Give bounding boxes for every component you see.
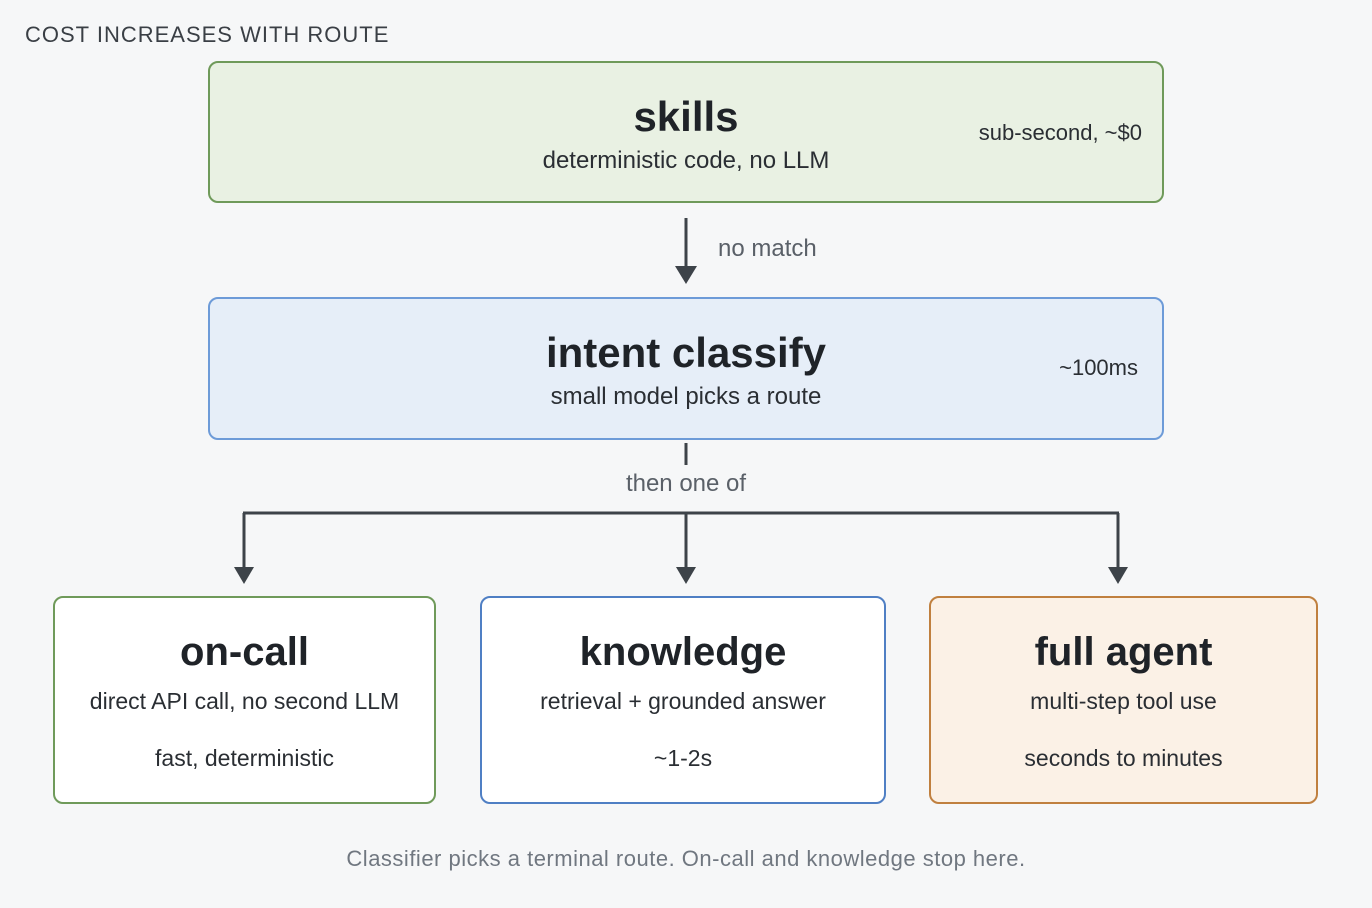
intent-title: intent classify (545, 329, 827, 376)
route-node-full-agent: full agent multi-step tool use seconds t… (929, 596, 1318, 804)
route-detail: fast, deterministic (155, 745, 334, 771)
route-subtitle: retrieval + grounded answer (540, 688, 826, 714)
route-detail: seconds to minutes (1024, 745, 1223, 771)
intent-subtitle: small model picks a route (550, 383, 822, 410)
route-title: knowledge (579, 630, 787, 674)
arrow-skills-to-intent (675, 218, 697, 284)
arrow-to-knowledge (676, 513, 696, 584)
route-subtitle: direct API call, no second LLM (89, 688, 400, 714)
edge-label-then-one-of: then one of (625, 470, 747, 497)
skills-node: skills deterministic code, no LLM sub-se… (208, 61, 1164, 203)
connector-intent-to-routes (243, 443, 1119, 515)
edge-label-no-match: no match (718, 235, 817, 262)
route-node-knowledge: knowledge retrieval + grounded answer ~1… (480, 596, 886, 804)
route-detail: ~1-2s (653, 745, 713, 771)
arrow-to-full-agent (1108, 513, 1128, 584)
arrow-to-oncall (234, 513, 254, 584)
route-title: full agent (1034, 630, 1213, 674)
skills-title: skills (633, 93, 739, 140)
skills-subtitle: deterministic code, no LLM (542, 147, 830, 174)
skills-cost-note: sub-second, ~$0 (978, 120, 1142, 145)
footer-caption: Classifier picks a terminal route. On-ca… (346, 846, 1026, 871)
route-title: on-call (180, 630, 309, 674)
route-subtitle: multi-step tool use (1030, 688, 1217, 714)
intent-latency-note: ~100ms (1059, 355, 1138, 380)
diagram-header: COST INCREASES WITH ROUTE (25, 22, 390, 47)
intent-classify-node: intent classify small model picks a rout… (208, 297, 1164, 440)
route-node-on-call: on-call direct API call, no second LLM f… (53, 596, 436, 804)
